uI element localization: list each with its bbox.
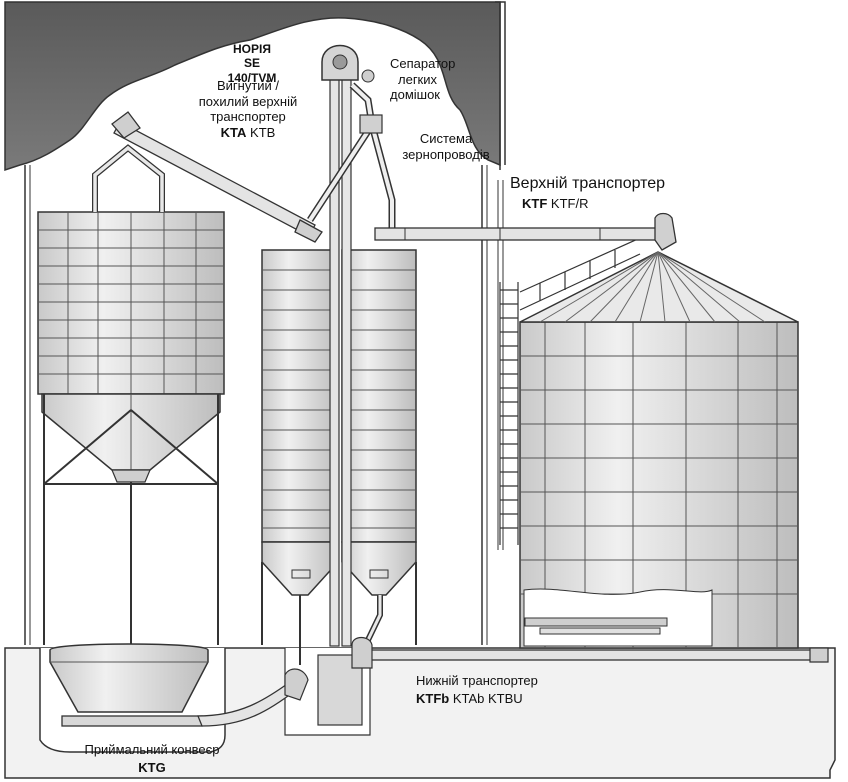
inclined-conveyor-code-main: KTA bbox=[220, 124, 247, 140]
separator-line1: Сепаратор bbox=[390, 56, 456, 71]
elevator-label: НОРІЯ SE 140/TVM bbox=[222, 42, 282, 85]
top-conveyor bbox=[374, 212, 677, 251]
piping-line2: зернопроводів bbox=[402, 146, 490, 162]
receiving-conveyor bbox=[49, 643, 309, 727]
bottom-conveyor-code-main: KTFb bbox=[416, 690, 450, 706]
bucket-elevator bbox=[317, 44, 375, 726]
receiving-conveyor-title: Приймальний конвеєр bbox=[84, 742, 220, 757]
roof bbox=[4, 1, 501, 172]
top-conveyor-codes: KTF KTF/R bbox=[510, 196, 730, 212]
receiving-conveyor-code: KTG bbox=[138, 759, 166, 775]
bottom-conveyor-codes: KTFb KTAb KTBU bbox=[416, 691, 616, 707]
piping-line1: Система bbox=[419, 131, 473, 146]
grain-piping bbox=[307, 82, 396, 228]
receiving-conveyor-label: Приймальний конвеєр KTG bbox=[72, 742, 232, 775]
separator-line2: легких bbox=[398, 71, 438, 87]
top-conveyor-code-alt: KTF/R bbox=[550, 196, 589, 212]
inclined-conveyor-code-alt: KTB bbox=[250, 124, 276, 140]
inclined-top-conveyor-label: Вигнутий / похилий верхній транспортер K… bbox=[188, 78, 308, 140]
bottom-conveyor-title: Нижній транспортер bbox=[416, 673, 538, 688]
inclined-conveyor-codes: KTA KTB bbox=[188, 125, 308, 141]
top-conveyor-label: Верхній транспортер KTF KTF/R bbox=[510, 174, 730, 212]
piping-label: Система зернопроводів bbox=[396, 131, 496, 162]
bottom-conveyor-code-alt: KTAb KTBU bbox=[452, 690, 523, 706]
tall-silo-1 bbox=[261, 249, 339, 665]
elevator-model: SE 140/TVM bbox=[227, 56, 277, 85]
inclined-conveyor-line1: Вигнутий / bbox=[216, 78, 280, 93]
big-silo-right bbox=[499, 237, 799, 649]
bottom-conveyor bbox=[351, 636, 829, 669]
inclined-conveyor-line3: транспортер bbox=[210, 109, 286, 125]
tall-silos bbox=[261, 249, 417, 665]
inclined-conveyor-line2: похилий верхній bbox=[198, 93, 298, 109]
elevator-title: НОРІЯ bbox=[233, 42, 271, 56]
inclined-top-conveyor bbox=[111, 111, 323, 243]
separator-label: Сепаратор легких домішок bbox=[390, 56, 490, 103]
top-conveyor-title: Верхній транспортер bbox=[510, 175, 666, 192]
separator-line3: домішок bbox=[390, 87, 440, 103]
bottom-conveyor-label: Нижній транспортер KTFb KTAb KTBU bbox=[416, 673, 616, 706]
hopper-silo-left bbox=[37, 144, 225, 645]
tall-silo-2 bbox=[341, 249, 417, 661]
top-conveyor-code-main: KTF bbox=[522, 196, 548, 212]
